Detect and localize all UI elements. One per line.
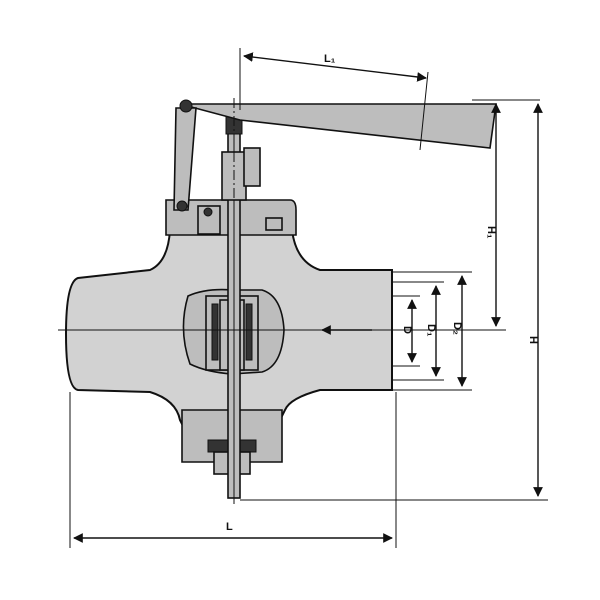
- center-lines: [58, 98, 400, 505]
- dim-H: H: [240, 103, 548, 501]
- dim-L: L: [69, 392, 397, 548]
- dim-D: D: [392, 295, 420, 367]
- valve-stem: [197, 111, 283, 499]
- label-l: L: [226, 521, 233, 533]
- label-d: D: [401, 326, 413, 334]
- label-d1: D₁: [425, 324, 437, 337]
- label-d2: D₂: [451, 322, 463, 335]
- label-h: H: [527, 336, 539, 344]
- label-l1: L₁: [324, 53, 336, 65]
- dim-D1: D₁: [392, 281, 444, 381]
- valve-lever: [173, 99, 497, 212]
- label-h1: H₁: [485, 226, 497, 239]
- dim-D2: D₂: [392, 271, 472, 391]
- dim-L1: L₁: [239, 48, 429, 151]
